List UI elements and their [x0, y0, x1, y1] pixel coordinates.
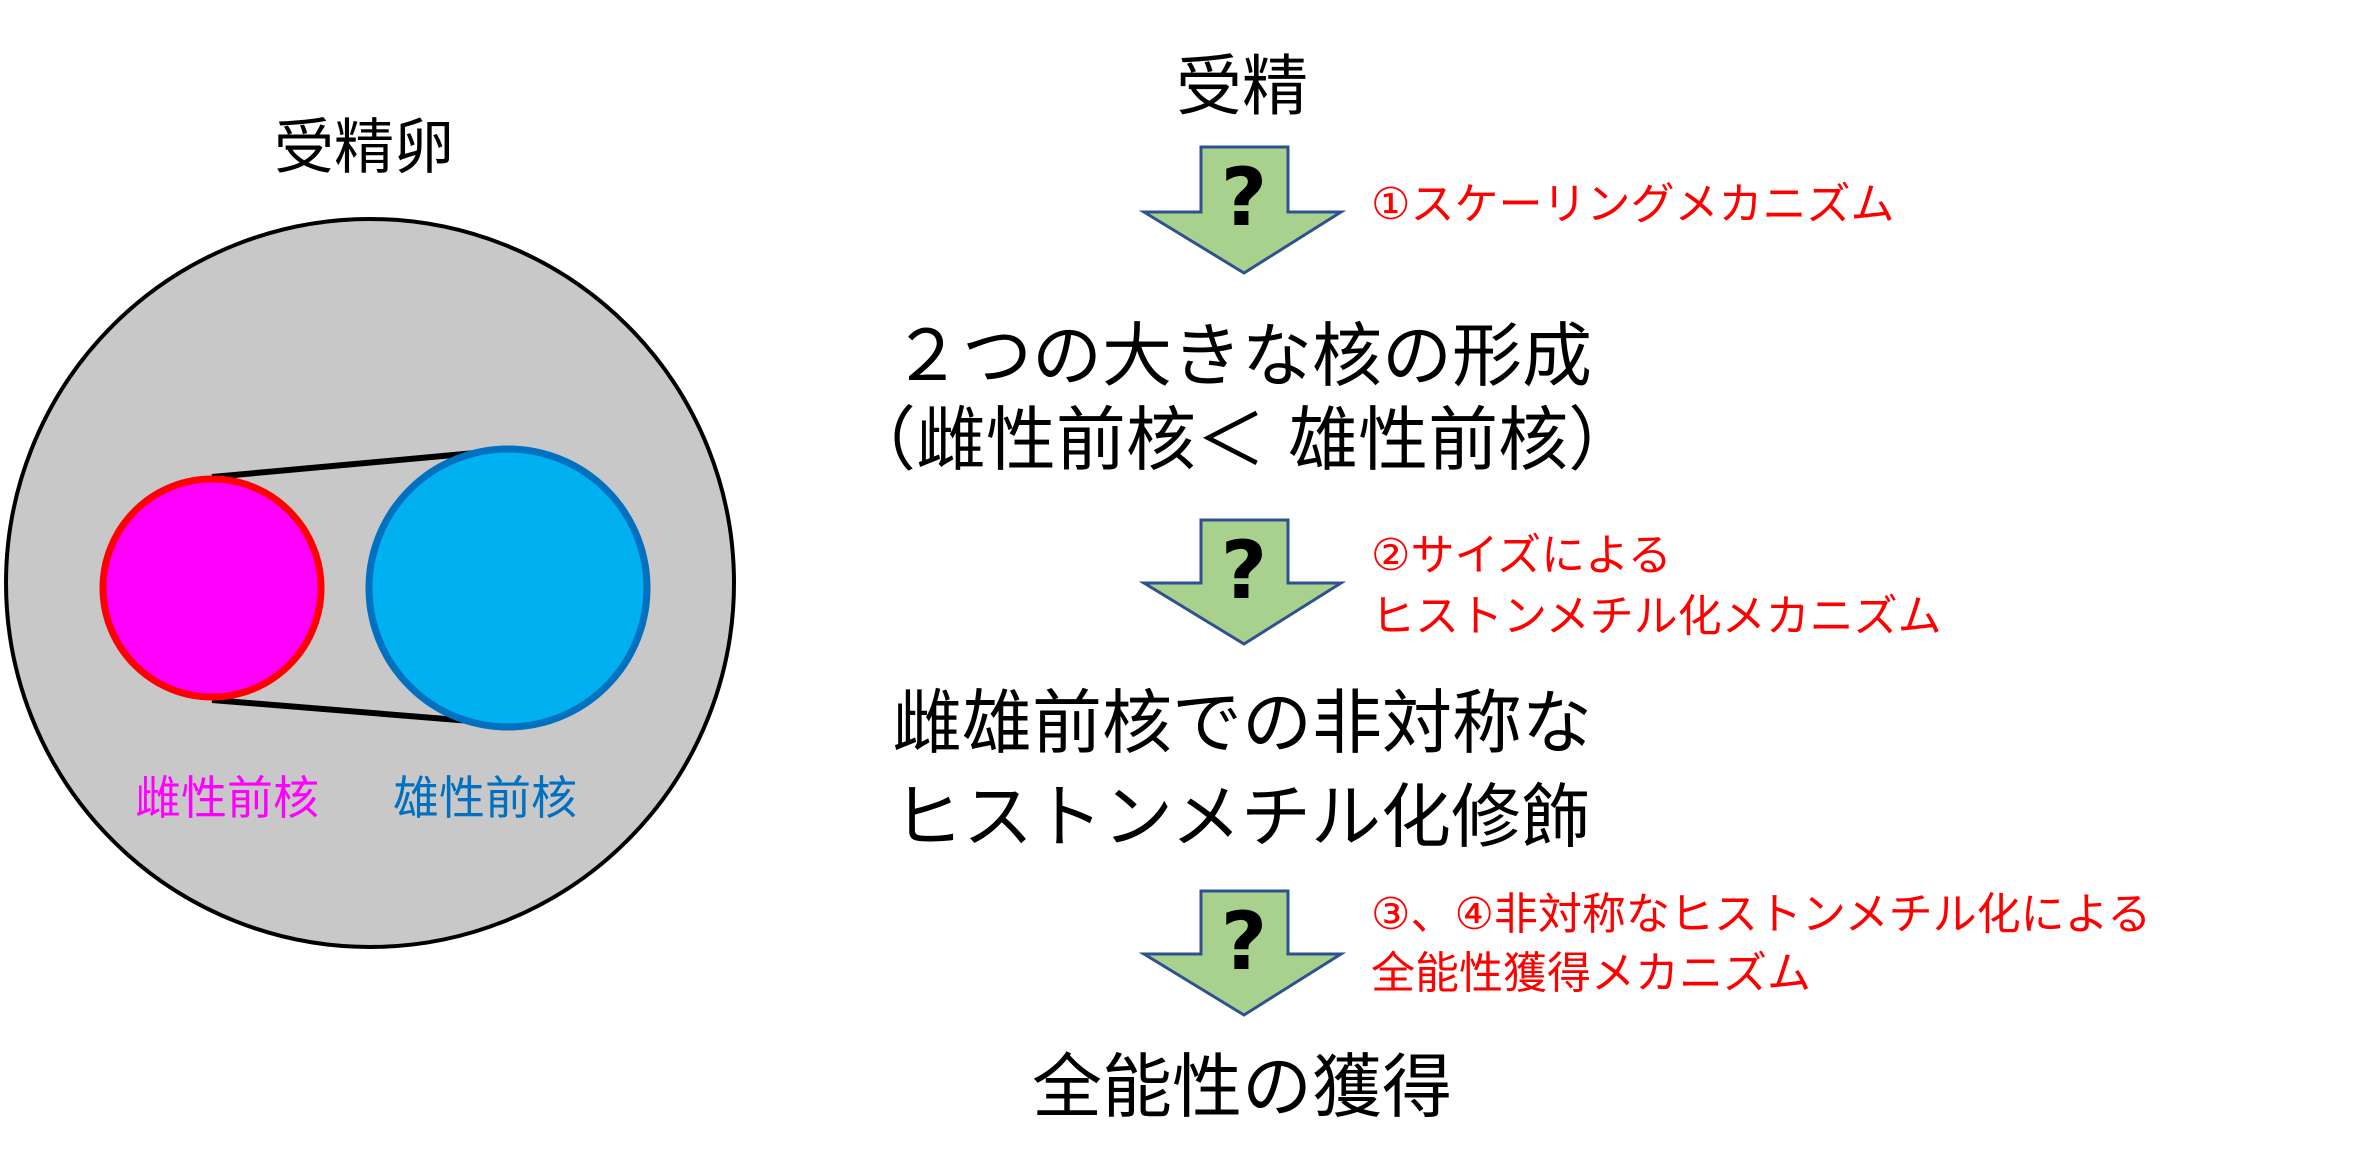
step-fertilization: 受精 [1176, 48, 1308, 125]
mechanism-3-line2: 全能性獲得メカニズム [1371, 948, 1811, 999]
mechanism-3-line1: ③、④非対称なヒストンメチル化による [1371, 889, 2152, 940]
question-mark-3: ? [1220, 895, 1268, 988]
step-totipotency: 全能性の獲得 [1032, 1046, 1452, 1128]
step-histone-line2: ヒストンメチル化修飾 [893, 776, 1591, 858]
arrow-2 [1138, 518, 1347, 646]
mechanism-2-line2: ヒストンメチル化メカニズム [1371, 591, 1942, 642]
arrow-1 [1138, 145, 1347, 275]
step-nuclei-formation-line1: ２つの大きな核の形成 [892, 315, 1592, 397]
male-pronucleus-label: 雄性前核 [393, 771, 577, 825]
female-pronucleus-label: 雌性前核 [135, 771, 319, 825]
mechanism-1: ①スケーリングメカニズム [1371, 179, 1895, 230]
step-nuclei-formation-line2: （雌性前核＜ 雄性前核） [845, 399, 1639, 481]
question-mark-1: ? [1220, 151, 1268, 244]
egg-title: 受精卵 [274, 113, 454, 183]
step-histone-line1: 雌雄前核での非対称な [892, 682, 1592, 764]
arrow-3 [1138, 889, 1347, 1017]
female-pronucleus [99, 475, 325, 701]
question-mark-2: ? [1220, 524, 1268, 617]
mechanism-2-line1: ②サイズによる [1371, 530, 1672, 581]
male-pronucleus [365, 445, 651, 731]
